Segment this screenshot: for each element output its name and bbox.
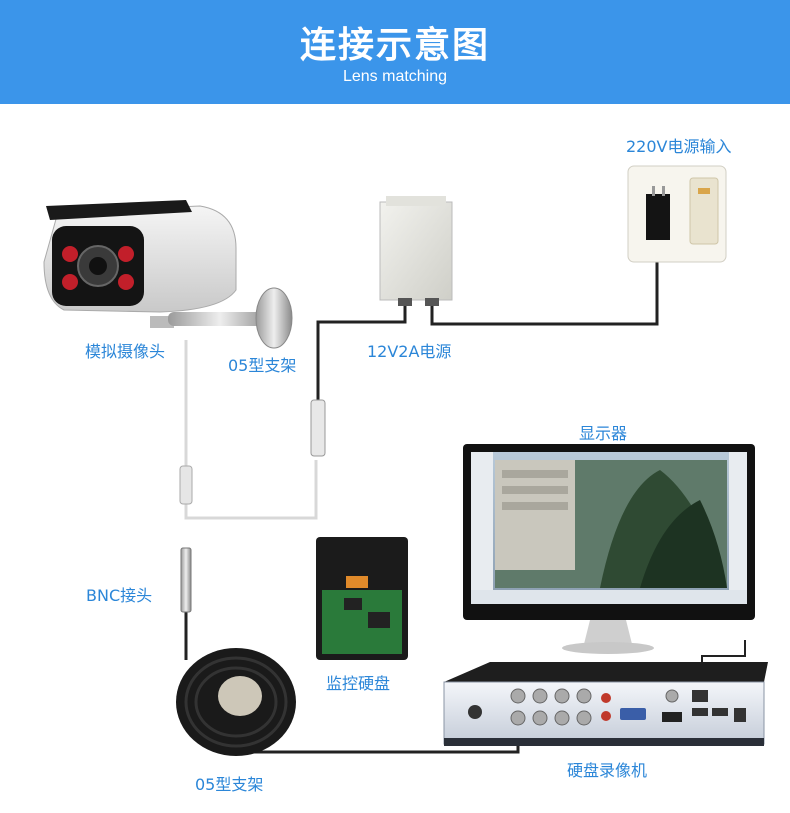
label-bracket-top: 05型支架 xyxy=(228,356,297,375)
ir-led xyxy=(62,246,78,262)
dvr-recorder xyxy=(443,662,768,746)
dvr-power-port xyxy=(468,705,482,719)
bracket-top xyxy=(168,287,293,349)
vga-port xyxy=(620,708,646,720)
cable-coil xyxy=(176,648,296,756)
power-supply-unit xyxy=(379,196,453,306)
psu-ac-cable xyxy=(430,262,659,326)
label-power-input: 220V电源输入 xyxy=(626,137,732,156)
camera-sun-shield xyxy=(46,200,192,220)
ir-led xyxy=(62,274,78,290)
hard-disk xyxy=(316,537,408,660)
page-title: 连接示意图 xyxy=(299,25,490,66)
page-subtitle: Lens matching xyxy=(342,68,448,85)
net-port xyxy=(692,690,708,702)
power-plug xyxy=(646,194,670,240)
camera-power-cable xyxy=(184,460,318,520)
wall-socket xyxy=(627,165,727,263)
hdmi-port xyxy=(662,712,682,722)
analog-camera xyxy=(43,200,237,328)
label-monitor: 显示器 xyxy=(579,424,628,443)
dc-jack xyxy=(310,399,326,457)
bnc-connector xyxy=(180,547,192,613)
ir-led xyxy=(118,274,134,290)
label-dvr: 硬盘录像机 xyxy=(567,761,648,780)
label-bracket-bottom: 05型支架 xyxy=(195,775,264,794)
ir-led xyxy=(118,246,134,262)
label-hdd: 监控硬盘 xyxy=(326,674,391,693)
header-banner: 连接示意图 Lens matching xyxy=(0,0,790,104)
monitor xyxy=(463,444,755,654)
dc-connector xyxy=(179,465,193,505)
label-camera: 模拟摄像头 xyxy=(85,342,166,361)
label-power-supply: 12V2A电源 xyxy=(367,342,452,361)
label-bnc: BNC接头 xyxy=(86,586,153,605)
psu-dc-cable xyxy=(316,300,407,402)
